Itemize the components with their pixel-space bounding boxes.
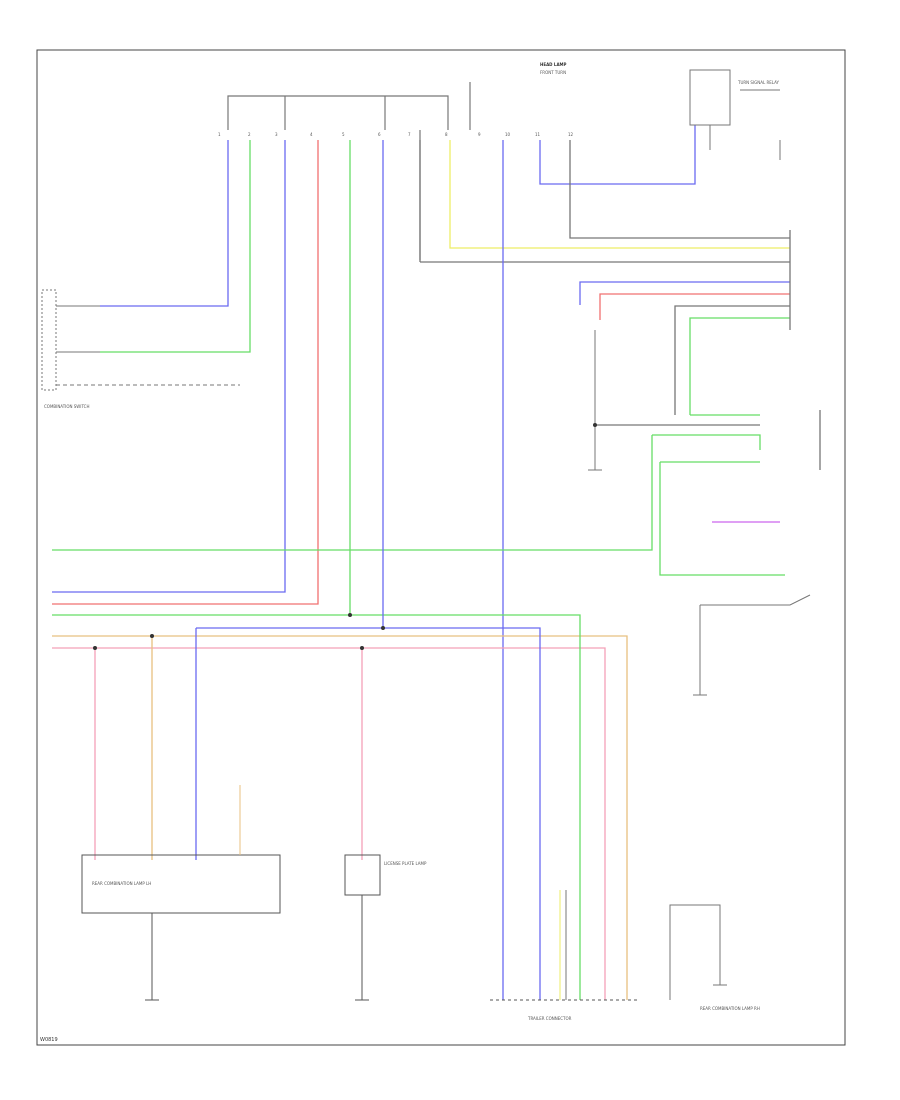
label-head-lamp: HEAD LAMP bbox=[540, 62, 567, 67]
right-connector-block bbox=[579, 230, 791, 415]
left-top-wires bbox=[52, 125, 790, 1000]
rear-combination-lamp-lh: REAR COMBINATION LAMP LH bbox=[81, 785, 281, 1001]
svg-text:11: 11 bbox=[535, 132, 541, 137]
label-front-turn: FRONT TURN bbox=[540, 70, 566, 75]
bottom-bus bbox=[52, 380, 628, 1000]
svg-text:9: 9 bbox=[478, 132, 481, 137]
svg-text:3: 3 bbox=[275, 132, 278, 137]
svg-text:1: 1 bbox=[218, 132, 221, 137]
label-rear-lamp-rh: REAR COMBINATION LAMP RH bbox=[700, 1006, 760, 1011]
svg-text:2: 2 bbox=[248, 132, 251, 137]
splice-points bbox=[93, 423, 597, 650]
diagram-border bbox=[36, 49, 846, 1046]
top-bus bbox=[227, 82, 790, 263]
trailer-connector: TRAILER CONNECTOR bbox=[490, 890, 640, 1021]
svg-text:4: 4 bbox=[310, 132, 313, 137]
license-plate-lamp: LICENSE PLATE LAMP bbox=[344, 854, 427, 1001]
svg-text:12: 12 bbox=[568, 132, 574, 137]
combination-switch: COMBINATION SWITCH bbox=[41, 289, 240, 409]
label-rear-lamp-lh: REAR COMBINATION LAMP LH bbox=[92, 881, 151, 886]
rear-combination-lamp-rh: REAR COMBINATION LAMP RH bbox=[669, 904, 760, 1011]
footer-code: W0819 bbox=[40, 1037, 58, 1043]
ground-symbols bbox=[588, 330, 811, 696]
label-license-lamp: LICENSE PLATE LAMP bbox=[384, 861, 427, 866]
label-combination-switch: COMBINATION SWITCH bbox=[44, 404, 89, 409]
label-trailer-connector: TRAILER CONNECTOR bbox=[527, 1016, 572, 1021]
right-mid-wires bbox=[52, 410, 821, 576]
svg-text:8: 8 bbox=[445, 132, 448, 137]
svg-text:7: 7 bbox=[408, 132, 411, 137]
label-turn-relay: TURN SIGNAL RELAY bbox=[737, 80, 780, 85]
svg-text:5: 5 bbox=[342, 132, 345, 137]
svg-text:6: 6 bbox=[378, 132, 381, 137]
top-connector-labels: HEAD LAMP FRONT TURN 1 2 3 4 5 6 7 8 9 1… bbox=[218, 62, 574, 137]
svg-text:10: 10 bbox=[505, 132, 511, 137]
turn-signal-relay: TURN SIGNAL RELAY bbox=[689, 69, 781, 160]
